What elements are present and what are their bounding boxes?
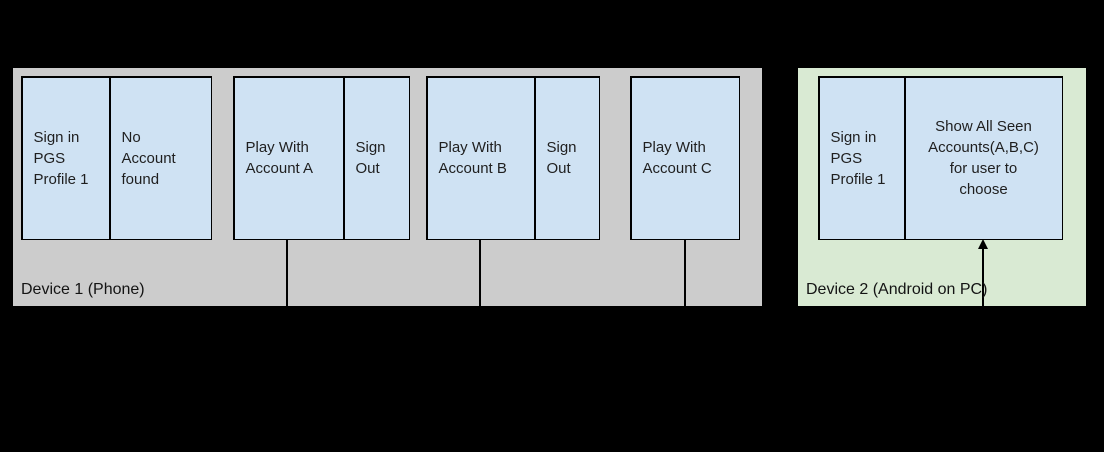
arrow-up-icon — [978, 239, 988, 249]
box-play-with-account-c: Play With Account C — [631, 77, 739, 239]
connector-line-into-device2 — [982, 248, 984, 306]
step-show-accounts-group: Sign in PGS Profile 1 Show All Seen Acco… — [818, 76, 1063, 240]
connector-line-account-c — [684, 240, 686, 306]
step-account-c-group: Play With Account C — [630, 76, 740, 240]
box-no-account-found: No Account found — [110, 77, 211, 239]
step-account-b-group: Play With Account B Sign Out — [426, 76, 600, 240]
box-show-all-seen-accounts: Show All Seen Accounts(A,B,C) for user t… — [905, 77, 1062, 239]
device2-label: Device 2 (Android on PC) — [806, 281, 988, 298]
box-sign-out-b: Sign Out — [535, 77, 599, 239]
box-play-with-account-b: Play With Account B — [427, 77, 534, 239]
device2-panel: Sign in PGS Profile 1 Show All Seen Acco… — [798, 68, 1086, 306]
step-sign-in-group: Sign in PGS Profile 1 No Account found — [21, 76, 212, 240]
box-sign-in-pgs-profile-1: Sign in PGS Profile 1 — [22, 77, 109, 239]
box-sign-in-pgs-profile-1-device2: Sign in PGS Profile 1 — [819, 77, 904, 239]
connector-line-account-a — [286, 240, 288, 306]
device1-label: Device 1 (Phone) — [21, 281, 145, 298]
connector-line-account-b — [479, 240, 481, 306]
step-account-a-group: Play With Account A Sign Out — [233, 76, 410, 240]
box-sign-out-a: Sign Out — [344, 77, 409, 239]
box-play-with-account-a: Play With Account A — [234, 77, 343, 239]
device1-panel: Sign in PGS Profile 1 No Account found P… — [13, 68, 762, 306]
